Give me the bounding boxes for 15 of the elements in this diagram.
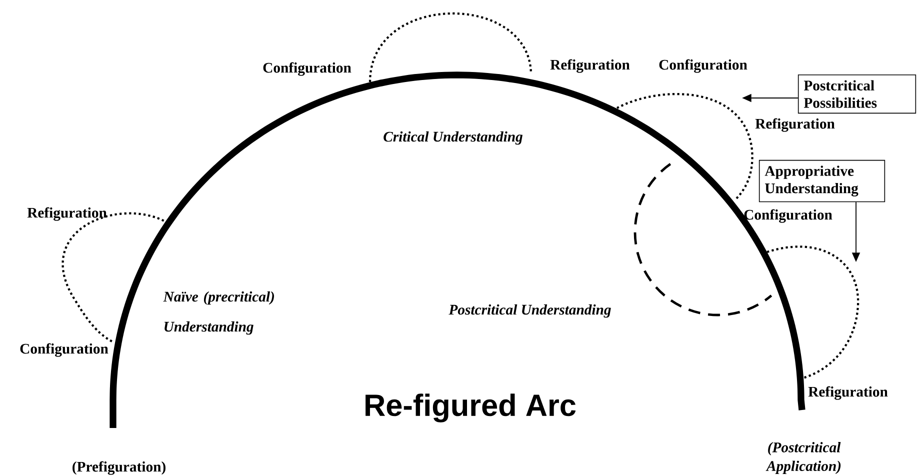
- title: Re-figured Arc: [366, 394, 576, 422]
- stage-label: (Prefiguration): [72, 461, 166, 475]
- region-label: Postcritical Understanding: [448, 304, 611, 318]
- stage-label: Refiguration: [755, 118, 835, 132]
- region-label: Naïve (precritical) Understanding: [163, 291, 274, 335]
- stage-label: Refiguration: [808, 386, 888, 400]
- stage-label: Configuration: [20, 343, 108, 357]
- callout-box: Postcritical Possibilities: [798, 74, 916, 114]
- stage-label: Refiguration: [550, 59, 630, 73]
- callout-box: Appropriative Understanding: [758, 160, 886, 202]
- stage-label: Refiguration: [27, 207, 107, 221]
- stage-label: Configuration: [263, 62, 352, 76]
- region-label: (Postcritical Application): [766, 442, 841, 474]
- stage-label: Configuration: [659, 59, 748, 73]
- region-label: Critical Understanding: [384, 131, 522, 145]
